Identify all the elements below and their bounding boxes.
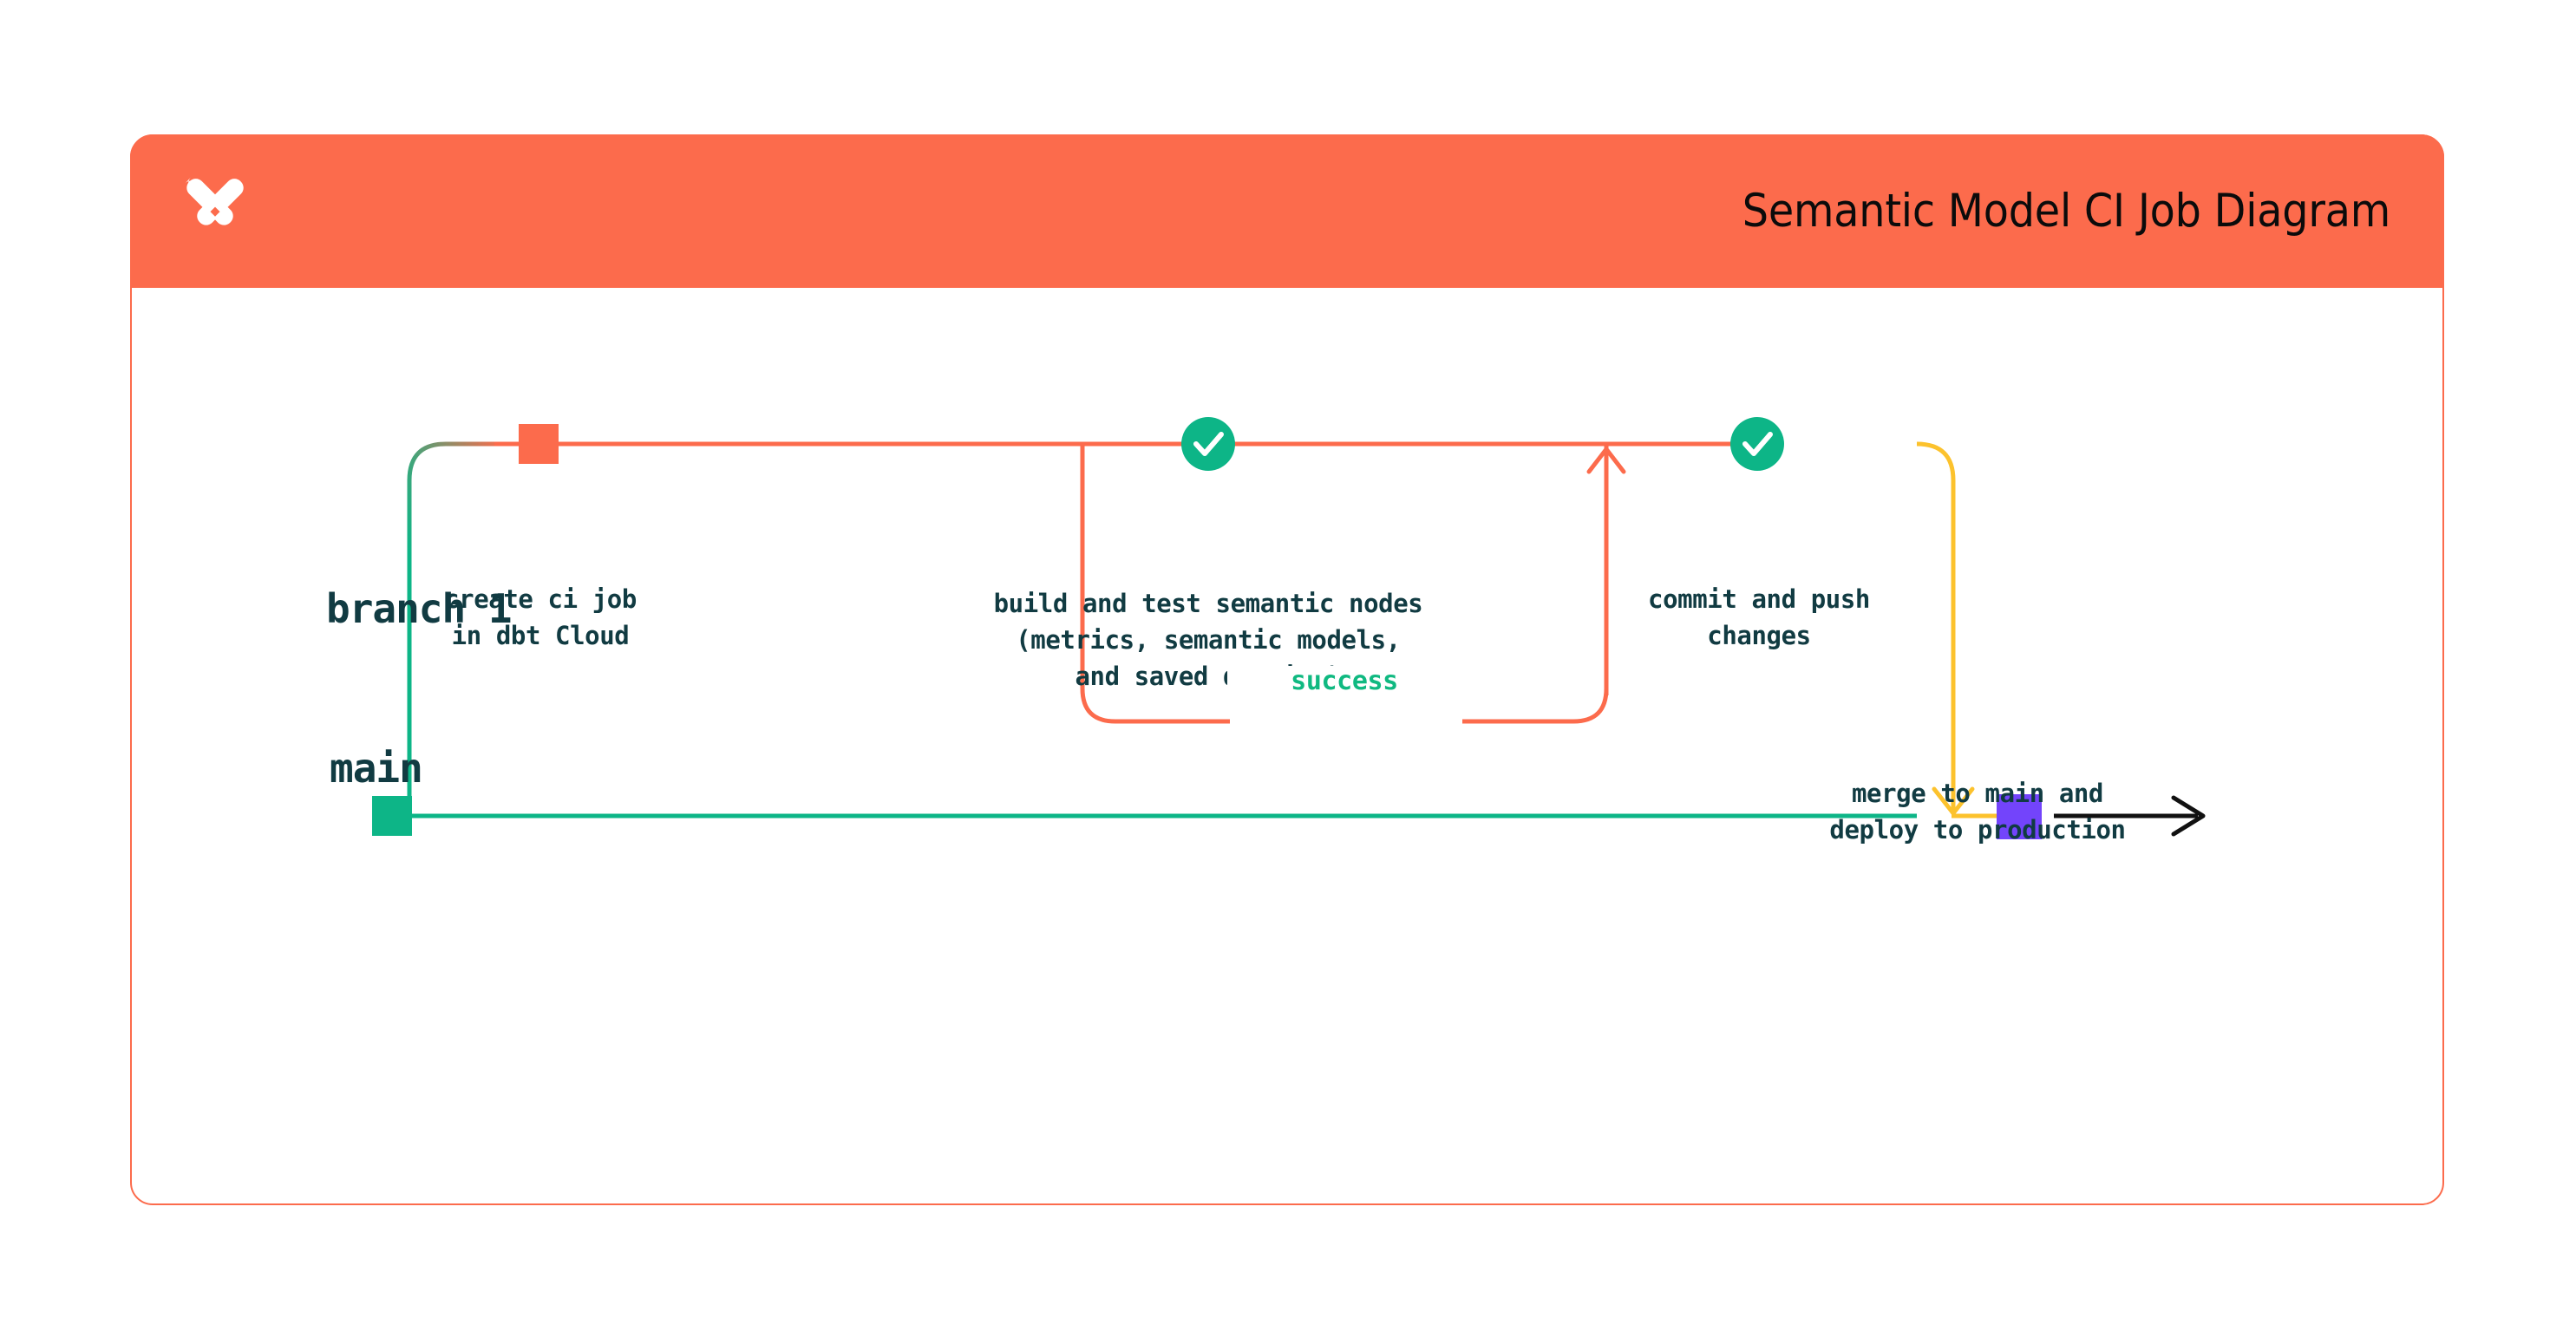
check-icon: [1193, 432, 1224, 456]
loop-arrowhead-icon: [1586, 447, 1626, 474]
lane-label-branch-1: branch 1: [326, 585, 513, 632]
edge-label-success: success: [1227, 666, 1461, 696]
diagram-card-header: Semantic Model CI Job Diagram: [130, 134, 2444, 288]
node-build-and-test: [1181, 417, 1235, 471]
diagram-canvas: branch 1 main create ci job in dbt Cloud…: [130, 288, 2444, 1205]
branch-off-edge: [407, 441, 503, 816]
caption-create-ci-job: create ci job in dbt Cloud: [444, 584, 637, 651]
check-icon: [1742, 432, 1773, 456]
node-commit-and-push: [1730, 417, 1784, 471]
merge-down-edge: [1916, 441, 1975, 816]
success-retry-loop: [1080, 444, 1626, 724]
merge-arrowhead-icon: [1932, 786, 1975, 816]
lane-label-main: main: [330, 745, 423, 792]
right-arrowhead-icon: [2171, 795, 2206, 837]
node-create-ci-job: [519, 424, 559, 464]
page-title: Semantic Model CI Job Diagram: [1742, 185, 2390, 238]
dbt-x-logo-icon: [185, 177, 244, 225]
caption-commit-and-push: commit and push changes: [1648, 584, 1870, 651]
node-merge-to-main: [1997, 794, 2042, 839]
main-continues-arrow: [2054, 795, 2206, 837]
caption-merge-to-main: merge to main and deploy to production: [1829, 779, 2126, 845]
diagram-card: Semantic Model CI Job Diagram: [130, 134, 2444, 1205]
node-main-start: [372, 796, 412, 836]
